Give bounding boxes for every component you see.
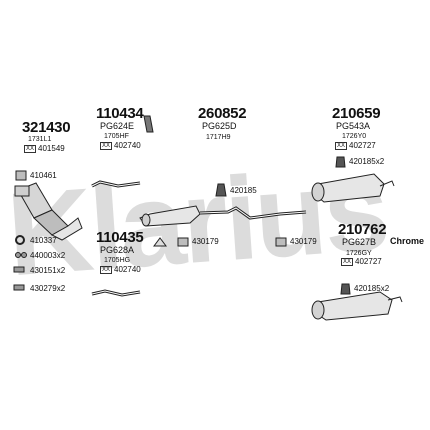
accessory-430279[interactable]: 430279x2 xyxy=(30,284,66,293)
part-number-260852[interactable]: 260852 xyxy=(198,105,247,122)
accessory-410461[interactable]: 410461 xyxy=(30,171,57,180)
oe-sub-210762: PG627B xyxy=(342,237,377,247)
stud-icon xyxy=(13,284,25,291)
bracket-icon xyxy=(15,170,27,181)
ring-gasket-icon xyxy=(15,235,25,245)
front-pipe-lower-drawing xyxy=(91,289,141,297)
oe-code-321430: 1731L1 xyxy=(28,136,52,143)
front-pipe-upper-drawing xyxy=(91,180,141,188)
accessory-420185x2-upper[interactable]: 420185x2 xyxy=(349,157,385,166)
nut-icon-2 xyxy=(21,252,27,258)
oe-code-110434: 1705HF xyxy=(104,133,129,140)
finish-label: Chrome xyxy=(390,236,425,246)
accessory-430151[interactable]: 430151x2 xyxy=(30,266,66,275)
part-number-110434[interactable]: 110434 xyxy=(96,105,144,122)
accessory-440003[interactable]: 440003x2 xyxy=(30,251,66,260)
oe-sub-110435: PG628A xyxy=(100,245,135,255)
rear-silencer-upper-drawing xyxy=(311,173,395,203)
clamp-icon xyxy=(177,237,189,247)
klarius-watermark: Klarius xyxy=(3,143,390,301)
oe-code-210659: 1726Y0 xyxy=(342,133,367,140)
oe-code-110435: 1705HG xyxy=(104,257,131,264)
nut-icon xyxy=(15,252,21,258)
accessory-420185[interactable]: 420185 xyxy=(230,186,257,195)
mounting-rubber-icon xyxy=(215,183,227,197)
accessory-410337[interactable]: 410337 xyxy=(30,236,57,245)
oe-code-260852: 1717H9 xyxy=(206,134,231,141)
oe-code-210762: 1726GY xyxy=(346,250,372,257)
bolt-icon xyxy=(13,266,25,273)
catalytic-converter-drawing xyxy=(14,182,83,241)
part-number-321430[interactable]: 321430 xyxy=(22,119,71,136)
accessory-430179-a[interactable]: 430179 xyxy=(192,237,219,246)
fitting-kit-icon xyxy=(143,115,154,133)
middle-silencer-drawing xyxy=(139,205,307,227)
fitting-kit-icon-2 xyxy=(153,237,167,247)
rear-silencer-lower-drawing xyxy=(311,291,403,321)
part-number-210659[interactable]: 210659 xyxy=(332,105,381,122)
oe-sub-110434: PG624E xyxy=(100,121,135,131)
accessory-430179-b[interactable]: 430179 xyxy=(290,237,317,246)
part-number-110435[interactable]: 110435 xyxy=(96,229,144,246)
clamp-icon-2 xyxy=(275,237,287,247)
mounting-rubber-icon-3 xyxy=(340,283,351,295)
accessory-420185x2-lower[interactable]: 420185x2 xyxy=(354,284,390,293)
mounting-rubber-icon-2 xyxy=(335,156,346,168)
part-number-210762[interactable]: 210762 xyxy=(338,221,387,238)
oe-sub-260852: PG625D xyxy=(202,121,237,131)
oe-sub-210659: PG543A xyxy=(336,121,371,131)
